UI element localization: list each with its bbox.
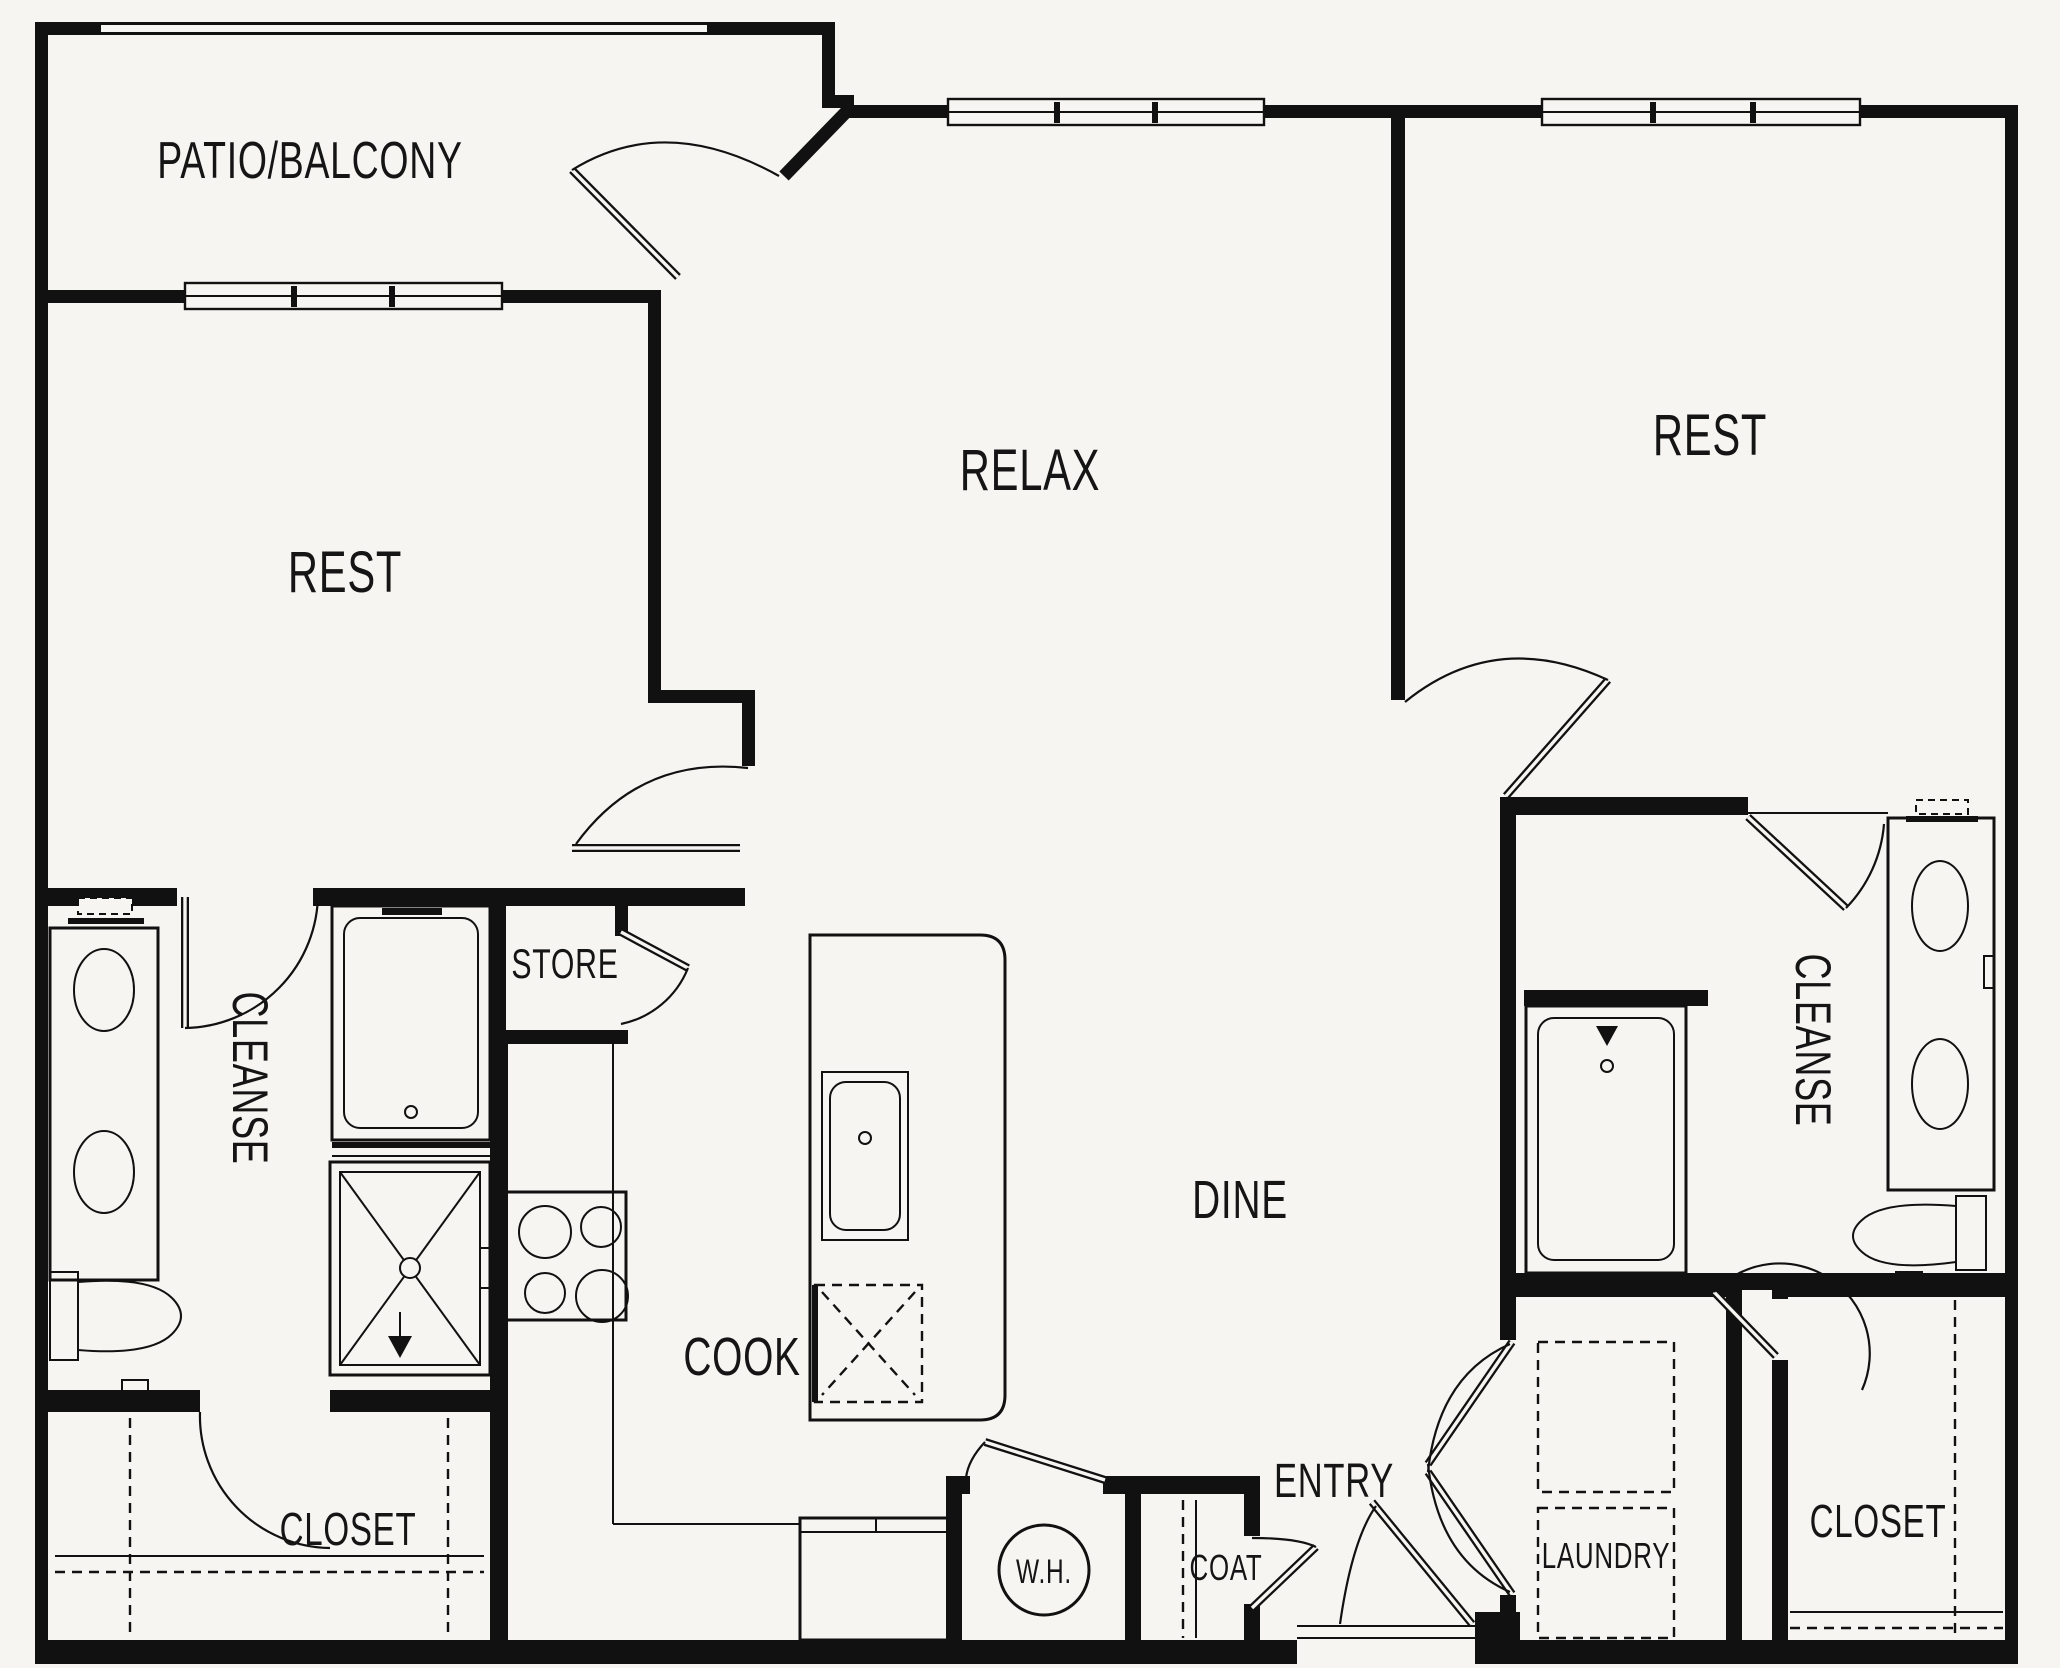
window-patio [183,281,504,311]
door-closet-left [198,1411,331,1550]
door-coat [1249,1536,1319,1611]
vanity-left [48,897,160,1282]
label-entry: ENTRY [1274,1453,1394,1507]
kitchen-counter [612,1044,800,1525]
label-rest-right: REST [1653,402,1767,467]
refrigerator [798,1516,954,1642]
bathtub-right [1524,990,1708,1275]
cooktop [504,1190,629,1323]
label-dine: DINE [1192,1169,1288,1230]
label-patio: PATIO/BALCONY [157,131,462,190]
window-rest-right [1540,97,1862,127]
water-heater-circle [997,1523,1091,1617]
label-cleanse-right: CLEANSE [1785,953,1840,1126]
dishwasher [812,1283,924,1404]
toilet-right [1852,1195,1987,1289]
mirror-left [77,897,133,915]
label-rest-left: REST [288,539,402,604]
windows [183,97,1862,311]
door-cleanse-right [1745,812,1888,911]
label-cook: COOK [683,1326,800,1387]
bathtub-left [330,904,492,1157]
label-laundry: LAUNDRY [1542,1536,1670,1576]
door-closet-right [1711,1262,1871,1391]
washer-dryer [1536,1340,1676,1640]
door-entry [1297,1499,1476,1642]
walls [35,22,2018,1664]
coat-rod [1181,1500,1197,1638]
door-cleanse-left [181,892,320,1030]
label-cleanse-left: CLEANSE [222,991,277,1164]
shower [328,1160,492,1377]
door-rest-right [1404,657,1612,799]
label-relax: RELAX [960,437,1100,502]
closet-right-shelves [1790,1300,2003,1636]
door-store [619,928,690,1026]
mirror-right [1915,799,1969,815]
label-closet-right: CLOSET [1810,1497,1947,1547]
door-rest-left [572,765,749,852]
label-water-heater: W.H. [1016,1553,1072,1591]
kitchen-island [808,933,1007,1422]
toilet-left [49,1271,182,1395]
fixtures [48,799,2003,1642]
vanity-right [1886,799,1996,1192]
label-store: STORE [511,940,618,987]
label-coat: COAT [1190,1548,1263,1588]
closet-left-shelves [55,1418,484,1638]
doors [181,141,1888,1642]
door-water-heater [964,1438,1107,1484]
room-labels: PATIO/BALCONY REST RELAX REST STORE CLEA… [157,131,1947,1591]
door-laundry-bifold [1424,1339,1516,1597]
label-closet-left: CLOSET [280,1505,417,1555]
window-relax [946,97,1266,127]
door-patio [569,141,780,280]
